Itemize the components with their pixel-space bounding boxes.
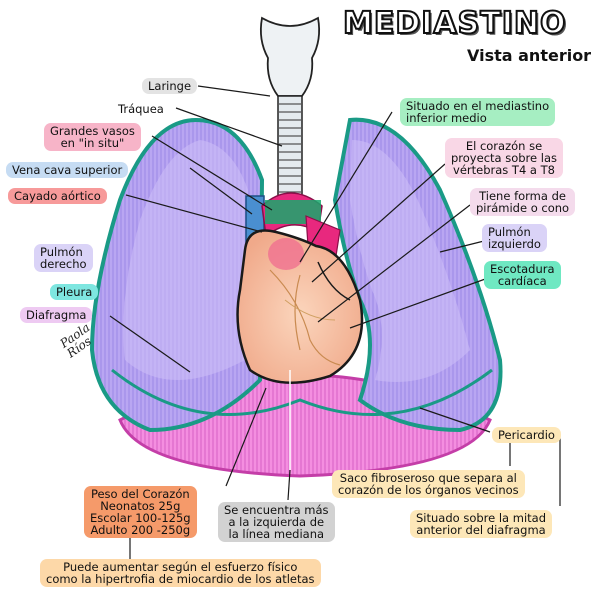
- label-line: cardíaca: [490, 275, 555, 287]
- label-laringe: Laringe: [142, 78, 197, 94]
- label-line: vértebras T4 a T8: [451, 164, 557, 176]
- label-line: la línea mediana: [224, 528, 329, 540]
- label-situado-mitad: Situado sobre la mitad anterior del diaf…: [410, 510, 552, 538]
- label-diafragma: Diafragma: [20, 307, 92, 323]
- label-line: izquierdo: [488, 238, 541, 250]
- label-line: corazón de los órganos vecinos: [338, 484, 519, 496]
- label-linea-mediana: Se encuentra más a la izquierda de la lí…: [218, 502, 335, 542]
- label-grandes-vasos: Grandes vasos en "in situ": [44, 123, 141, 151]
- label-mediastino-inferior: Situado en el mediastino inferior medio: [400, 98, 555, 126]
- label-esfuerzo: Puede aumentar según el esfuerzo físico …: [40, 559, 321, 587]
- page-subtitle: Vista anterior: [467, 46, 591, 65]
- label-pleura: Pleura: [50, 284, 98, 300]
- label-line: anterior del diafragma: [416, 524, 546, 536]
- page-title: MEDIASTINO: [343, 6, 566, 41]
- label-line: Adulto 200 -250g: [90, 524, 191, 536]
- label-line: derecho: [40, 258, 87, 270]
- label-traquea: Tráquea: [112, 101, 170, 117]
- label-cayado-aortico: Cayado aórtico: [8, 188, 107, 204]
- label-pericardio: Pericardio: [492, 427, 561, 443]
- label-pulmon-derecho: Pulmón derecho: [34, 244, 93, 272]
- label-vena-cava: Vena cava superior: [6, 162, 128, 178]
- larynx-shape: [261, 18, 319, 96]
- label-saco: Saco fibroseroso que separa al corazón d…: [332, 470, 525, 498]
- label-line: inferior medio: [406, 112, 549, 124]
- label-line: como la hipertrofia de miocardio de los …: [46, 573, 315, 585]
- label-line: en "in situ": [50, 137, 135, 149]
- label-pulmon-izquierdo: Pulmón izquierdo: [482, 224, 547, 252]
- label-vertebras: El corazón se proyecta sobre las vértebr…: [445, 138, 563, 178]
- label-piramide: Tiene forma de pirámide o cono: [470, 188, 575, 216]
- label-line: pirámide o cono: [476, 202, 569, 214]
- label-peso-corazon: Peso del Corazón Neonatos 25g Escolar 10…: [84, 486, 197, 538]
- label-escotadura: Escotadura cardíaca: [484, 261, 561, 289]
